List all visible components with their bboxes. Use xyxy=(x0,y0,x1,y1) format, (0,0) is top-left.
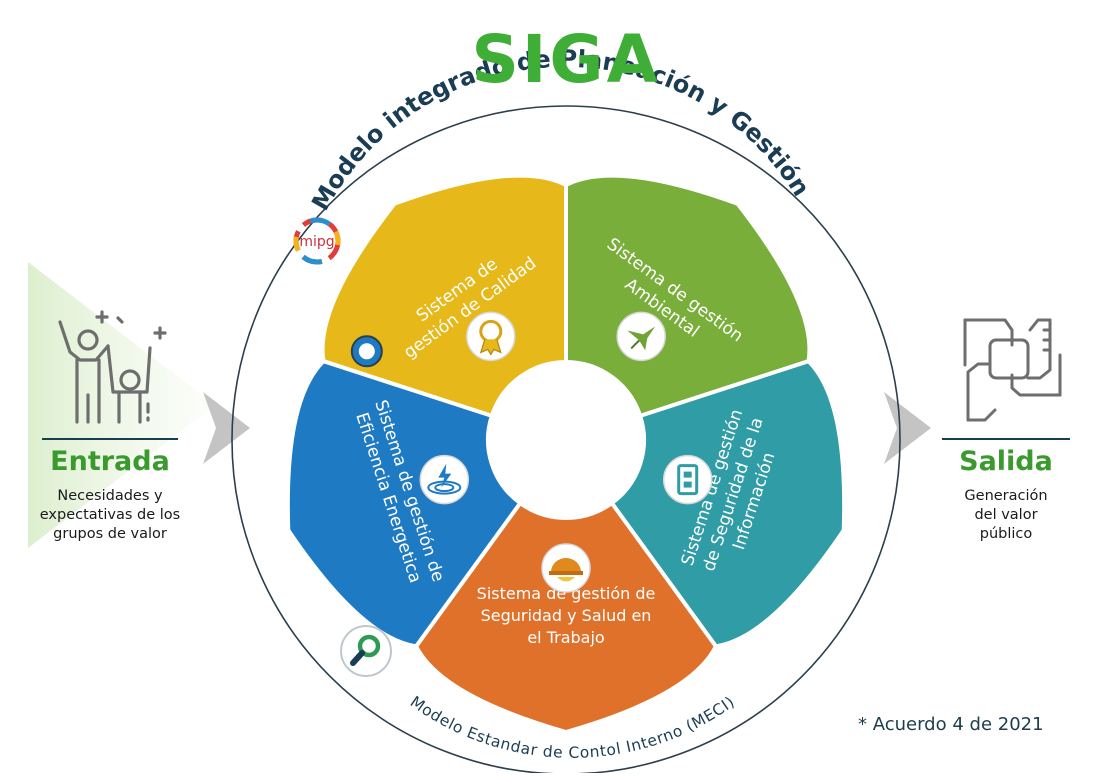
salida-arrow xyxy=(884,392,931,464)
segment-ambiental: Sistema de gestiónAmbiental xyxy=(564,173,812,418)
salida-title: Salida xyxy=(959,446,1053,477)
entrada-line: grupos de valor xyxy=(53,526,167,542)
segment-energetica: Sistema de gestión deEficiencia Energeti… xyxy=(285,335,523,649)
energy-target-icon xyxy=(419,454,470,505)
salida-rule xyxy=(942,438,1070,440)
segment-trabajo: Sistema de gestión de Seguridad y Salud e… xyxy=(404,501,718,734)
joined-hands-icon xyxy=(963,318,1062,422)
entrada-line: Necesidades y xyxy=(57,488,163,504)
mipg-logo: mipg xyxy=(293,217,341,265)
svg-text:mipg: mipg xyxy=(299,234,334,250)
entrada-description: Necesidades y expectativas de los grupos… xyxy=(10,487,210,544)
medal-icon xyxy=(466,311,516,362)
segment-calidad: Sistema degestión de Calidad xyxy=(320,173,605,418)
people-celebrating-icon xyxy=(58,310,167,424)
hard-hat-icon xyxy=(541,543,591,593)
entrada-title: Entrada xyxy=(50,446,170,477)
salida-line: Generación xyxy=(964,488,1048,504)
security-lock-icon xyxy=(662,454,713,505)
entrada-arrow xyxy=(203,392,250,464)
center-hub xyxy=(488,362,644,518)
segment-label-line: el Trabajo xyxy=(527,628,604,647)
segment-label-trabajo: Sistema de gestión de Seguridad y Salud e… xyxy=(477,584,656,647)
hummingbird-icon xyxy=(616,311,666,362)
salida-line: del valor xyxy=(974,507,1038,523)
segment-label-line: Sistema de gestión de xyxy=(477,584,656,603)
puzzle-knob-hole xyxy=(358,343,375,360)
salida-description: Generación del valor público xyxy=(906,487,1101,544)
magnifier-icon xyxy=(340,625,392,677)
footnote: * Acuerdo 4 de 2021 xyxy=(858,714,1044,735)
entrada-rule xyxy=(42,438,178,440)
entrada-line: expectativas de los xyxy=(39,507,181,523)
page-title: SIGA xyxy=(471,21,660,98)
entrada-glow xyxy=(28,262,215,548)
salida-line: público xyxy=(979,526,1033,542)
segment-label-line: Seguridad y Salud en xyxy=(481,606,652,625)
